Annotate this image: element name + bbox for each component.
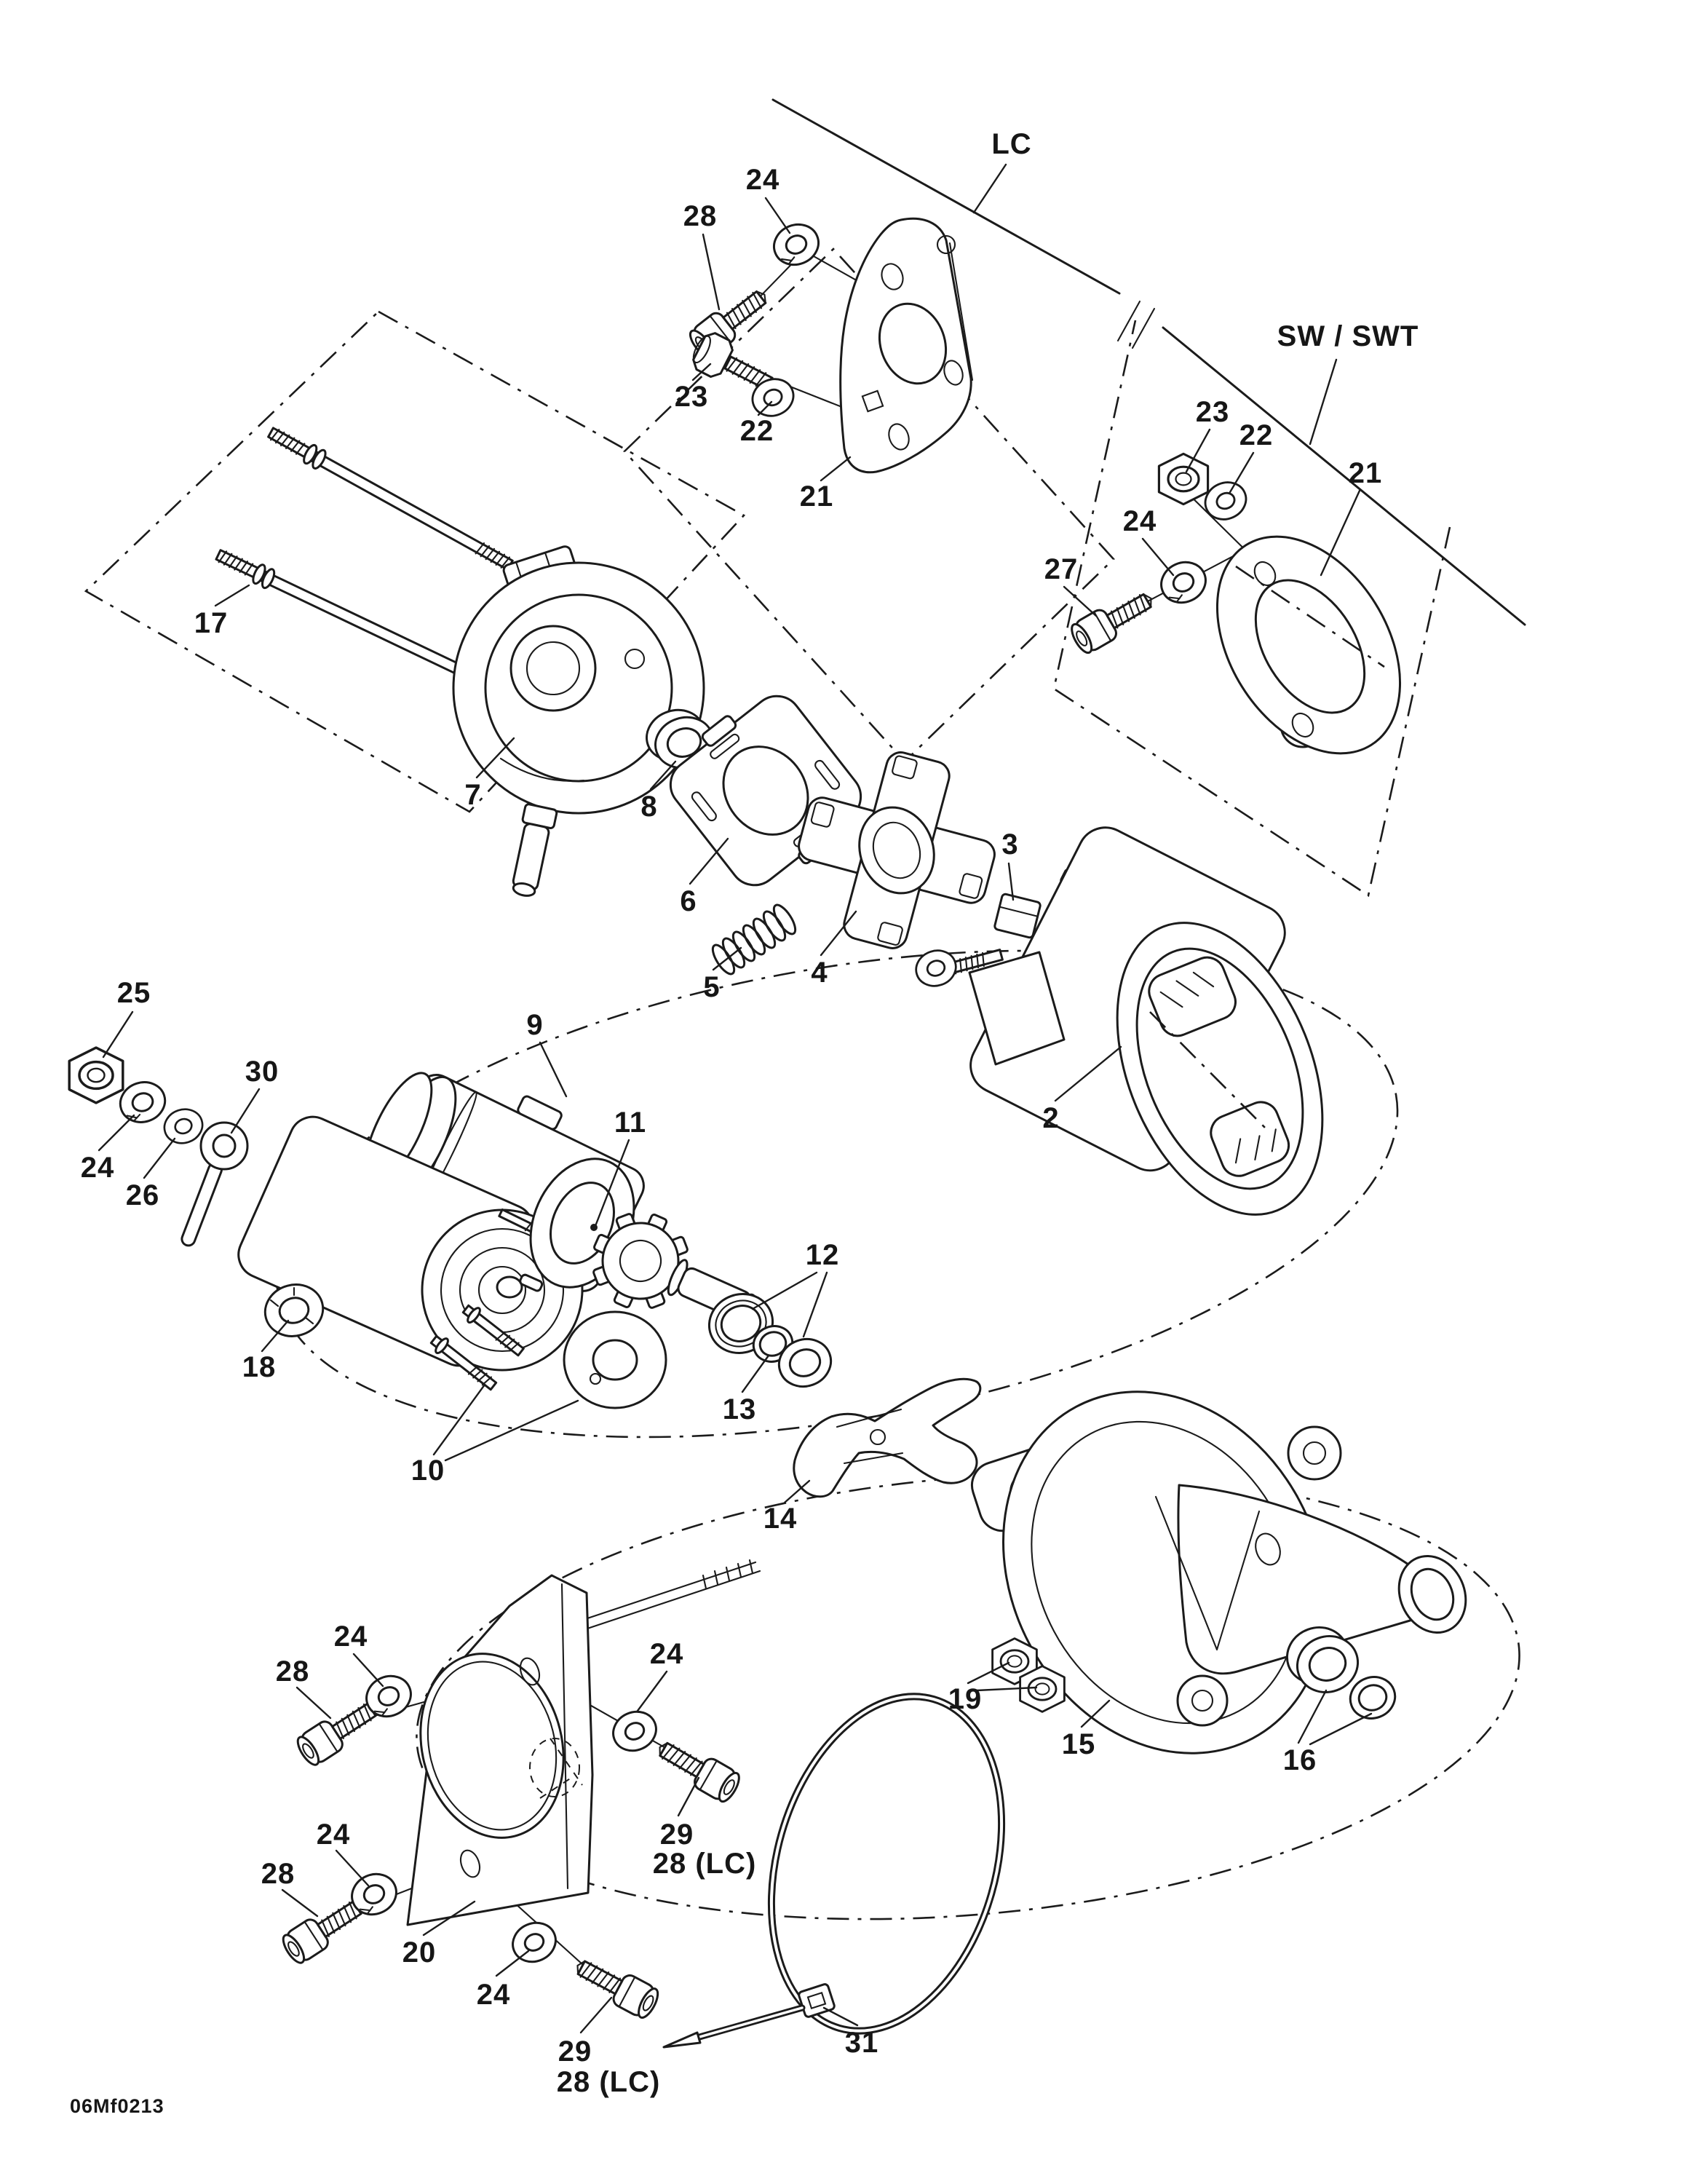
callout-label: 20 xyxy=(402,1936,437,1969)
callout-label: 30 xyxy=(245,1056,279,1088)
callout-label: 8 xyxy=(640,791,658,823)
callout-label: 22 xyxy=(1239,419,1274,451)
callout-label: 12 xyxy=(805,1239,840,1271)
part-10-drive-cap xyxy=(563,1310,667,1409)
leader-lines xyxy=(98,163,1373,2034)
callout-label: 11 xyxy=(614,1107,647,1139)
part-27-bolt xyxy=(1066,582,1161,657)
part-15-drive-housing xyxy=(971,1390,1467,1754)
callout-label: 24 xyxy=(1122,505,1157,537)
part-7-end-frame xyxy=(452,545,705,897)
part-3-terminal-kit xyxy=(910,893,1066,1066)
part-16-bushings xyxy=(1285,1626,1397,1720)
part-24-lock-washer xyxy=(766,216,826,273)
callout-label: 19 xyxy=(948,1683,983,1715)
yoke-magnets xyxy=(1148,956,1290,1177)
part-21-sw-gasket xyxy=(1215,535,1402,755)
callout-label: 28 xyxy=(275,1655,310,1688)
part-29-bolt xyxy=(568,1950,663,2022)
callout-label: 24 xyxy=(316,1819,351,1851)
pinion-gear xyxy=(592,1213,757,1324)
part-4-brush-holder xyxy=(798,751,996,949)
callout-label: 14 xyxy=(763,1503,798,1535)
part-30-eyelet xyxy=(181,1121,249,1247)
callout-label: 28 xyxy=(261,1858,295,1890)
callout-label: 6 xyxy=(680,885,697,917)
callout-label: 21 xyxy=(799,480,834,513)
part-20-mount-bracket xyxy=(406,1559,761,1926)
square-nut xyxy=(993,893,1042,939)
callout-label: 15 xyxy=(1061,1728,1096,1760)
part-14-shift-fork xyxy=(793,1377,982,1498)
callout-label: 28 (LC) xyxy=(556,2066,661,2098)
callout-label: 3 xyxy=(1001,828,1019,860)
callout-label: 13 xyxy=(722,1393,757,1425)
part-12-13-stop-rings xyxy=(707,1293,833,1388)
callout-label: 31 xyxy=(844,2027,879,2059)
part-26-washer xyxy=(159,1103,208,1150)
callout-label: 28 (LC) xyxy=(652,1848,757,1880)
section-label: LC xyxy=(991,128,1032,160)
callout-label: 18 xyxy=(242,1351,277,1383)
part-31-cable-tie xyxy=(662,1693,1006,2049)
callout-label: 26 xyxy=(125,1179,160,1211)
callout-label: 27 xyxy=(1044,553,1079,585)
drawing-code: 06Mf0213 xyxy=(70,2095,164,2117)
callout-label: 24 xyxy=(649,1638,684,1670)
callout-label: 17 xyxy=(194,607,229,639)
sw-group-boundary xyxy=(1052,320,1526,898)
brush-terminal xyxy=(512,803,558,897)
lc-group-boundary xyxy=(623,98,1156,763)
part-25-nut xyxy=(68,1046,124,1104)
callout-label: 4 xyxy=(811,957,828,989)
callout-label: 9 xyxy=(526,1009,544,1041)
part-2-yoke xyxy=(969,826,1324,1216)
part-29-bolt xyxy=(650,1731,745,1806)
callout-label: 28 xyxy=(683,200,718,232)
part-19-nut xyxy=(1019,1665,1066,1713)
part-23-nut xyxy=(1157,452,1210,506)
callout-label: 16 xyxy=(1282,1744,1317,1776)
section-label: SW / SWT xyxy=(1277,320,1419,352)
callout-label: 25 xyxy=(116,977,151,1009)
callout-label: 5 xyxy=(703,971,721,1003)
callout-label: 29 xyxy=(558,2035,592,2068)
part-18-seal xyxy=(263,1283,325,1337)
callout-label: 7 xyxy=(464,779,482,811)
part-5-brush-spring xyxy=(711,903,797,976)
callout-label: 22 xyxy=(739,415,774,447)
part-21-lc-mount-plate xyxy=(839,217,974,474)
callout-label: 2 xyxy=(1042,1102,1060,1134)
callout-label: 10 xyxy=(410,1455,445,1487)
part-24-washer xyxy=(606,1704,664,1759)
stud-group-boundary xyxy=(84,310,746,813)
center-axis-lines xyxy=(1149,565,1385,1133)
callout-label: 24 xyxy=(476,1979,511,2011)
callout-label: 24 xyxy=(80,1152,115,1184)
callout-label: 23 xyxy=(674,381,709,413)
callout-label: 23 xyxy=(1195,396,1230,428)
callout-label: 24 xyxy=(333,1621,368,1653)
part-9-starter-solenoid-assembly xyxy=(181,1072,757,1409)
callout-label: 29 xyxy=(659,1819,694,1851)
callout-label: 24 xyxy=(745,164,780,196)
callout-label: 21 xyxy=(1348,457,1383,489)
